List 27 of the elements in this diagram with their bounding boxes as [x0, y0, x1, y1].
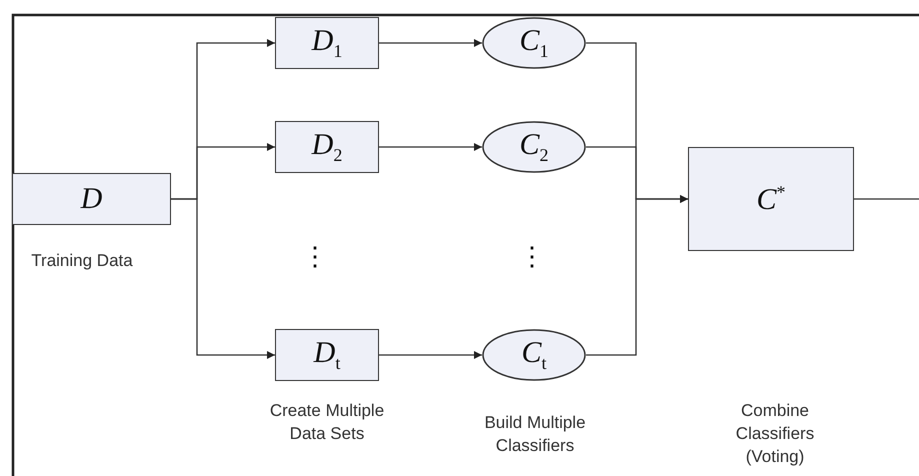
ellipsis-dots: ⋮: [301, 243, 329, 269]
arrow: [586, 195, 688, 356]
math-symbol: C$_{1}$: [519, 26, 548, 60]
process-box: [12, 173, 171, 225]
arrow: [379, 143, 482, 151]
stage-caption: Build Multiple Classifiers: [483, 412, 587, 457]
math-symbol: D: [80, 184, 102, 214]
arrow: [379, 351, 482, 359]
arrow: [379, 39, 482, 47]
ellipsis-dots: ⋮: [518, 243, 546, 269]
classifier-ellipse: [482, 17, 586, 69]
math-symbol: C$_{2}$: [519, 130, 548, 164]
process-box: [275, 121, 379, 173]
arrow: [171, 198, 275, 359]
classifier-ellipse: [482, 121, 586, 173]
math-symbol: C$_{t}$: [521, 338, 547, 372]
math-symbol: C$^{*}$: [756, 183, 786, 215]
math-symbol: D$_{2}$: [312, 130, 342, 164]
stage-caption: Combine Classifiers (Voting): [734, 400, 816, 468]
stage-caption: Create Multiple Data Sets: [268, 400, 386, 445]
math-symbol: D$_{t}$: [314, 338, 340, 372]
math-symbol: D$_{1}$: [312, 26, 342, 60]
node-caption: Training Data: [30, 250, 134, 272]
process-box: [688, 147, 854, 251]
process-box: [275, 329, 379, 381]
classifier-ellipse: [482, 329, 586, 381]
process-box: [275, 17, 379, 69]
